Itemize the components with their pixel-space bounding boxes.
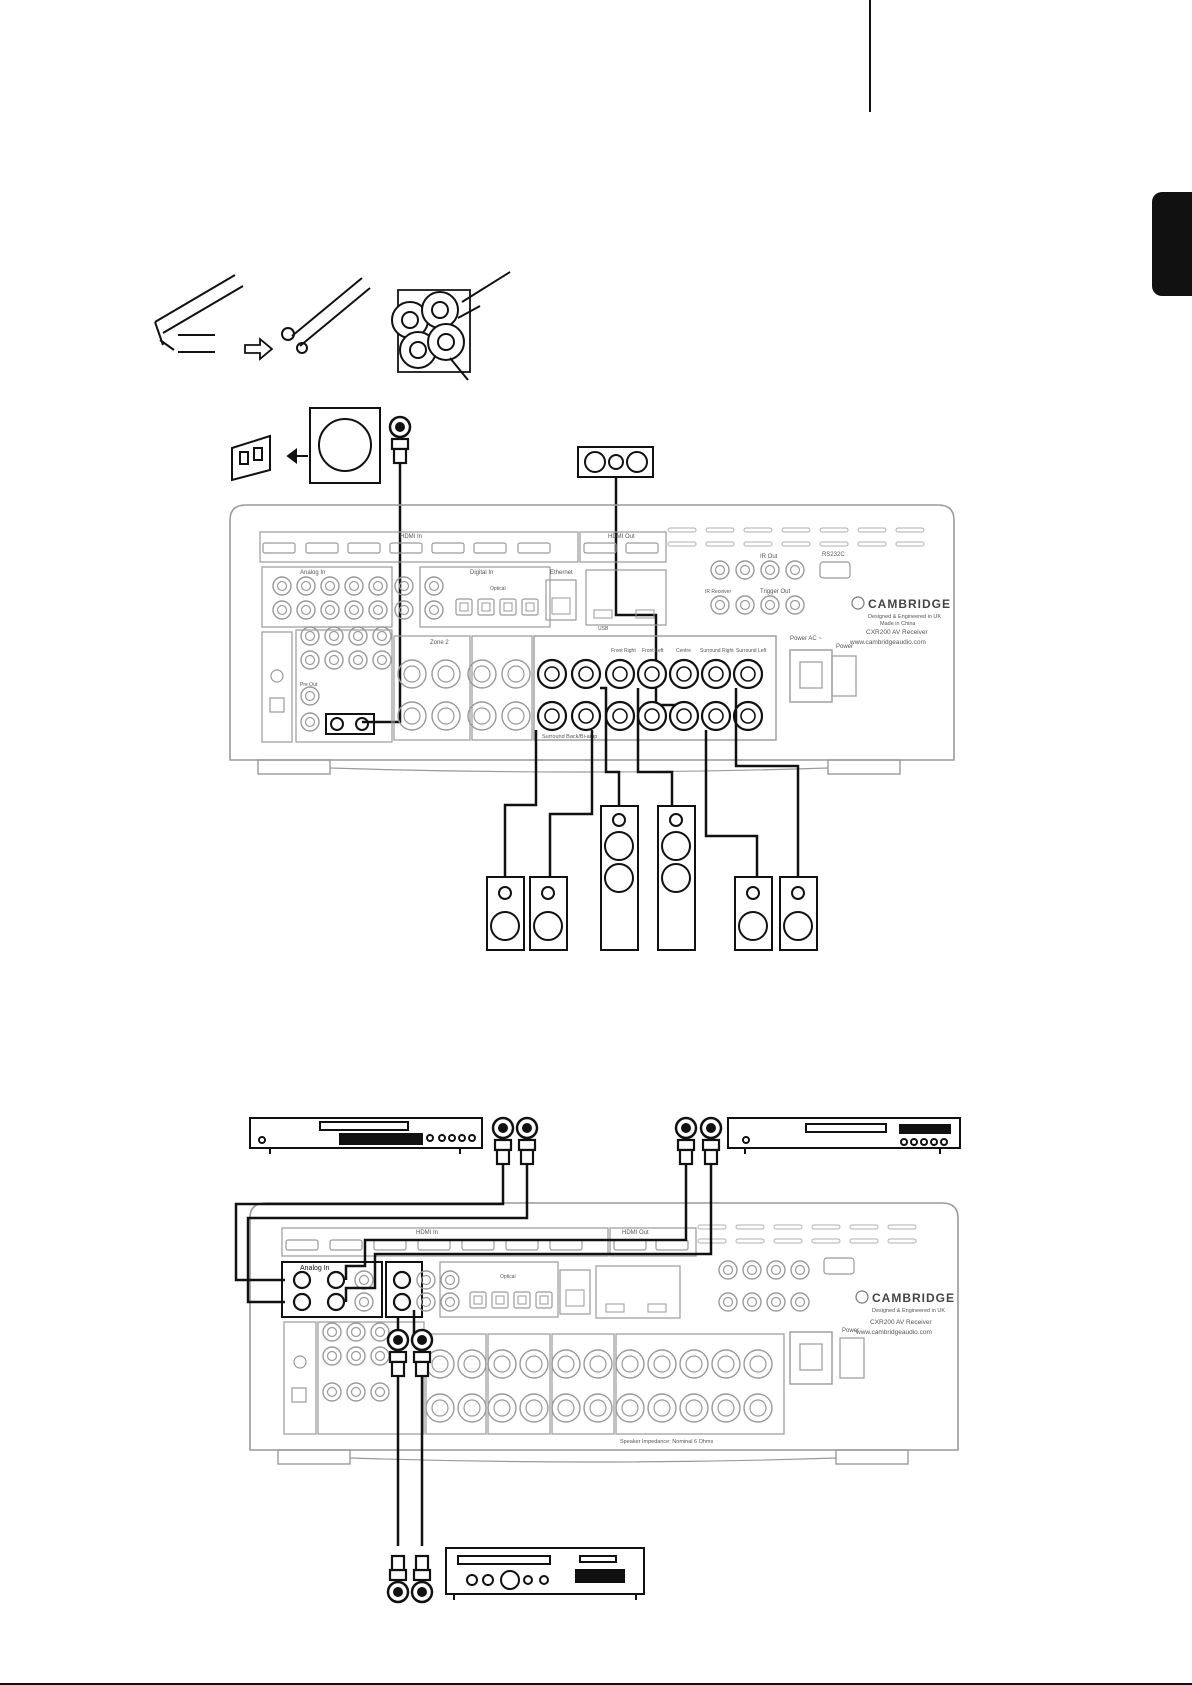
binding-post-icon	[391, 271, 511, 381]
label-analog-in-2: Analog In	[300, 1265, 330, 1272]
receiver-rear-panel-1: HDMI In HDMI Out Analog In Digital In Op…	[229, 504, 955, 775]
recorder-icon	[445, 1547, 645, 1600]
label-preout: Pre Out	[300, 682, 318, 688]
label-digital-in: Digital In	[470, 570, 493, 576]
label-power: Power	[836, 644, 853, 650]
wall-outlet-icon	[231, 434, 308, 482]
model-name-2: CXR200 AV Receiver	[870, 1319, 932, 1326]
label-rs232c: RS232C	[822, 552, 845, 558]
brand-made-in: Made in China	[880, 621, 916, 627]
label-surround-left: Surround Left	[736, 648, 767, 654]
receiver-rear-panel-2: HDMI In HDMI Out Analog In Optical CAMBR…	[249, 1202, 959, 1465]
label-trigger-out: Trigger Out	[760, 589, 790, 595]
label-speaker-impedance: Speaker Impedance: Nominal 6 Ohms	[620, 1439, 713, 1445]
label-ethernet: Ethernet	[550, 570, 573, 576]
label-ir-receiver: IR Receiver	[705, 589, 731, 595]
label-front-right: Front Right	[611, 648, 636, 654]
analog-cables	[234, 1164, 713, 1340]
speaker-icon	[486, 876, 818, 951]
label-power-2: Power	[842, 1328, 859, 1334]
tower-speaker-icon	[600, 805, 696, 951]
label-hdmi-in-2: HDMI In	[416, 1230, 438, 1236]
label-centre: Centre	[676, 648, 691, 654]
language-tab	[1152, 192, 1192, 296]
twisted-wire-icon	[281, 277, 371, 354]
website: www.cambridgeaudio.com	[849, 639, 926, 646]
label-zone2: Zone 2	[430, 640, 449, 646]
source-player-icon-right	[727, 1117, 961, 1154]
label-ir-out: IR Out	[760, 554, 778, 560]
wire-strip-icon	[154, 274, 244, 353]
brand-tagline: Designed & Engineered in UK	[868, 614, 941, 620]
label-hdmi-out: HDMI Out	[608, 534, 635, 540]
subwoofer-icon	[309, 407, 381, 484]
model-name: CXR200 AV Receiver	[866, 629, 928, 636]
rca-plug-icon	[388, 415, 412, 465]
label-power-ac: Power AC ~	[790, 636, 822, 642]
label-optical: Optical	[490, 586, 506, 592]
source-player-icon	[249, 1117, 483, 1154]
centre-speaker-icon	[577, 446, 654, 478]
arrow-right-icon	[244, 337, 274, 361]
speaker-cables-1	[503, 686, 800, 876]
footer-rule	[0, 1683, 1192, 1685]
label-surround-right: Surround Right	[700, 648, 734, 654]
label-optical-2: Optical	[500, 1274, 516, 1280]
page-rule	[869, 0, 871, 112]
brand-logo: CAMBRIDGE	[868, 597, 951, 611]
label-usb: USB	[598, 626, 609, 632]
label-surround-back: Surround Back/Bi-amp	[542, 734, 597, 740]
brand-logo-2: CAMBRIDGE	[872, 1291, 955, 1305]
label-analog-in: Analog In	[300, 570, 325, 576]
label-front-left: Front Left	[642, 648, 664, 654]
label-hdmi-in: HDMI In	[400, 534, 422, 540]
website-2: www.cambridgeaudio.com	[855, 1329, 932, 1336]
brand-tagline-2: Designed & Engineered in UK	[872, 1308, 945, 1314]
label-hdmi-out-2: HDMI Out	[622, 1230, 649, 1236]
